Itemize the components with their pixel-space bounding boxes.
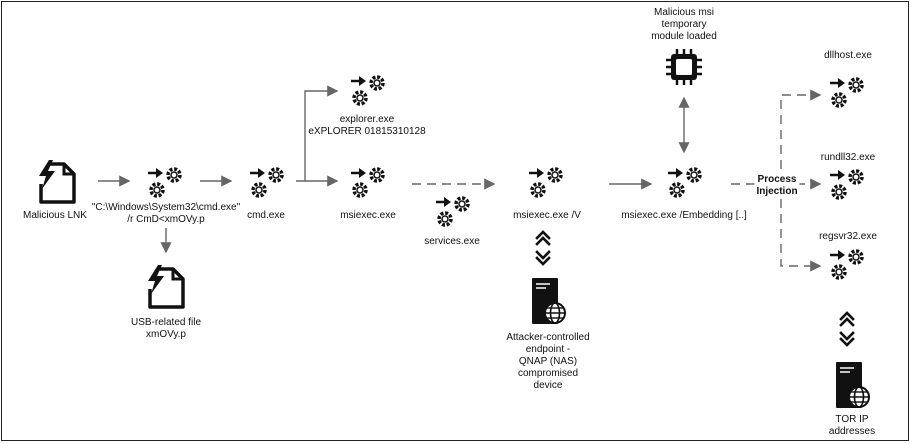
gears-process-icon [830, 169, 864, 200]
arrow-injection-to-dllhost [780, 89, 822, 184]
attacker-line2: endpoint - [525, 344, 571, 355]
double-chevron-icon-msiexecv [535, 230, 551, 266]
cmd-full-label: "C:\Windows\System32\cmd.exe" /r CmD<xmO… [92, 202, 240, 226]
gears-process-icon [250, 167, 284, 198]
tor-line2: addresses [828, 426, 876, 437]
gears-process-icon [529, 167, 563, 198]
gears-process-icon [351, 167, 385, 198]
services-label: services.exe [424, 236, 480, 247]
msi-module-line1: Malicious msi [653, 7, 715, 18]
chip-icon [666, 49, 702, 85]
tor-ip-label: TOR IP addresses [829, 414, 875, 438]
gears-process-icon [148, 167, 182, 198]
arrow-cmd-to-explorer [296, 85, 339, 182]
explorer-line2: eXPLORER 01815310128 [308, 126, 426, 137]
arrow-injection-to-regsvr32 [780, 184, 822, 272]
msiexec-embedding-label: msiexec.exe /Embedding [..] [621, 210, 747, 221]
server-globe-icon [836, 362, 870, 408]
gears-process-icon [351, 75, 385, 106]
rundll32-label: rundll32.exe [820, 152, 876, 163]
attacker-endpoint-label: Attacker-controlled endpoint - QNAP (NAS… [506, 332, 589, 392]
explorer-label: explorer.exe eXPLORER 01815310128 [308, 114, 425, 138]
regsvr32-label: regsvr32.exe [819, 231, 877, 242]
double-chevron-icon-regsvr32 [839, 311, 855, 347]
attacker-line4: compromised [517, 368, 579, 379]
attacker-line1: Attacker-controlled [506, 332, 590, 343]
msi-module-line2: temporary [661, 19, 707, 30]
msiexec-label: msiexec.exe [340, 210, 396, 221]
process-injection-line2: Injection [756, 186, 798, 197]
cmd-full-line2: /r CmD<xmOVy.p [127, 214, 205, 225]
usb-file-label: USB-related file xmOVy.p [131, 317, 201, 341]
gears-process-icon [830, 77, 864, 108]
dllhost-label: dllhost.exe [824, 50, 872, 61]
file-bolt-icon [148, 265, 185, 309]
msi-module-line3: module loaded [651, 31, 717, 42]
gears-process-icon [436, 196, 470, 227]
gears-process-icon [668, 167, 702, 198]
attacker-line3: QNAP (NAS) [518, 356, 578, 367]
explorer-line1: explorer.exe [339, 114, 395, 125]
usb-line1: USB-related file [130, 317, 202, 328]
malicious-lnk-label: Malicious LNK [23, 210, 87, 221]
usb-line2: xmOVy.p [145, 329, 186, 340]
msiexec-v-label: msiexec.exe /V [513, 210, 581, 221]
cmd-label: cmd.exe [247, 210, 285, 221]
attacker-line5: device [533, 380, 563, 391]
tor-line1: TOR IP [835, 414, 869, 425]
msi-module-label: Malicious msi temporary module loaded [651, 7, 717, 43]
cmd-full-line1: "C:\Windows\System32\cmd.exe" [91, 202, 241, 213]
server-globe-icon [532, 278, 566, 324]
file-bolt-icon [39, 160, 76, 204]
gears-process-icon [830, 249, 864, 280]
process-injection-line1: Process [757, 174, 797, 185]
process-injection-label: Process Injection [754, 174, 800, 198]
